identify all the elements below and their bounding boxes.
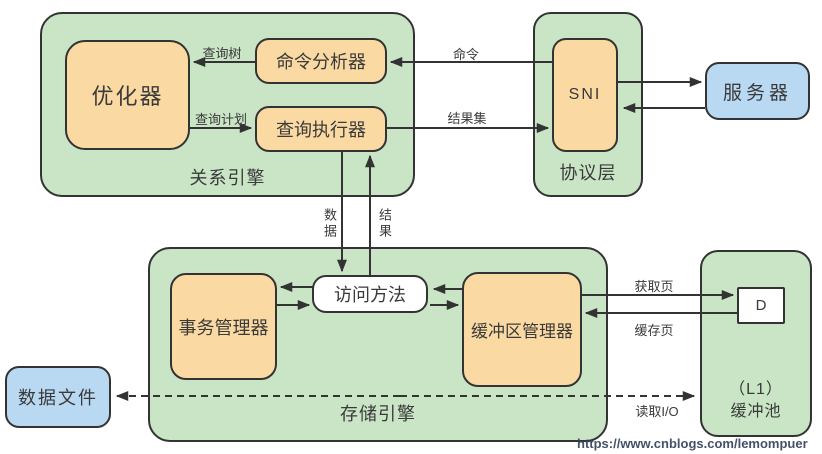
buffer-pool-group: （L1） 缓冲池 bbox=[700, 250, 812, 437]
page-d-label: D bbox=[755, 297, 767, 314]
access-methods-node: 访问方法 bbox=[312, 275, 428, 313]
command-parser-label: 命令分析器 bbox=[276, 52, 366, 72]
transaction-manager-label: 事务管理器 bbox=[178, 317, 269, 338]
server-label: 服务器 bbox=[722, 82, 792, 104]
query-executor-label: 查询执行器 bbox=[276, 120, 366, 140]
watermark-url: https://www.cnblogs.com/lemompuer bbox=[577, 436, 808, 451]
storage-engine-label: 存储引擎 bbox=[340, 404, 416, 424]
result-set-edge-label: 结果集 bbox=[447, 111, 487, 126]
optimizer-node: 优化器 bbox=[65, 40, 190, 150]
transaction-manager-node: 事务管理器 bbox=[170, 273, 277, 380]
query-plan-edge-label: 查询计划 bbox=[194, 112, 247, 127]
sni-label: SNI bbox=[568, 86, 602, 103]
server-node: 服务器 bbox=[705, 62, 810, 120]
get-page-edge-label: 获取页 bbox=[634, 279, 674, 294]
sni-node: SNI bbox=[552, 38, 618, 152]
buffer-pool-label: （L1） 缓冲池 bbox=[702, 379, 810, 423]
query-tree-edge-label: 查询树 bbox=[202, 46, 242, 61]
optimizer-label: 优化器 bbox=[91, 84, 164, 109]
query-executor-node: 查询执行器 bbox=[255, 106, 387, 152]
relational-engine-label: 关系引擎 bbox=[189, 168, 266, 188]
cache-page-edge-label: 缓存页 bbox=[634, 323, 674, 338]
buffer-manager-label: 缓冲区管理器 bbox=[471, 322, 573, 341]
result-edge-label: 结果 bbox=[377, 208, 392, 240]
buffer-pool-label-line1: （L1） bbox=[729, 381, 783, 398]
data-edge-label: 数据 bbox=[322, 208, 337, 240]
data-file-node: 数据文件 bbox=[5, 366, 111, 428]
data-file-label: 数据文件 bbox=[18, 388, 98, 408]
command-edge-label: 命令 bbox=[452, 47, 479, 62]
protocol-layer-label: 协议层 bbox=[559, 163, 617, 183]
buffer-manager-node: 缓冲区管理器 bbox=[462, 272, 582, 387]
command-parser-node: 命令分析器 bbox=[255, 38, 387, 84]
buffer-pool-label-line2: 缓冲池 bbox=[730, 403, 782, 420]
page-d-node: D bbox=[737, 287, 785, 324]
access-methods-label: 访问方法 bbox=[334, 285, 406, 305]
read-io-edge-label: 读取I/O bbox=[635, 404, 679, 419]
